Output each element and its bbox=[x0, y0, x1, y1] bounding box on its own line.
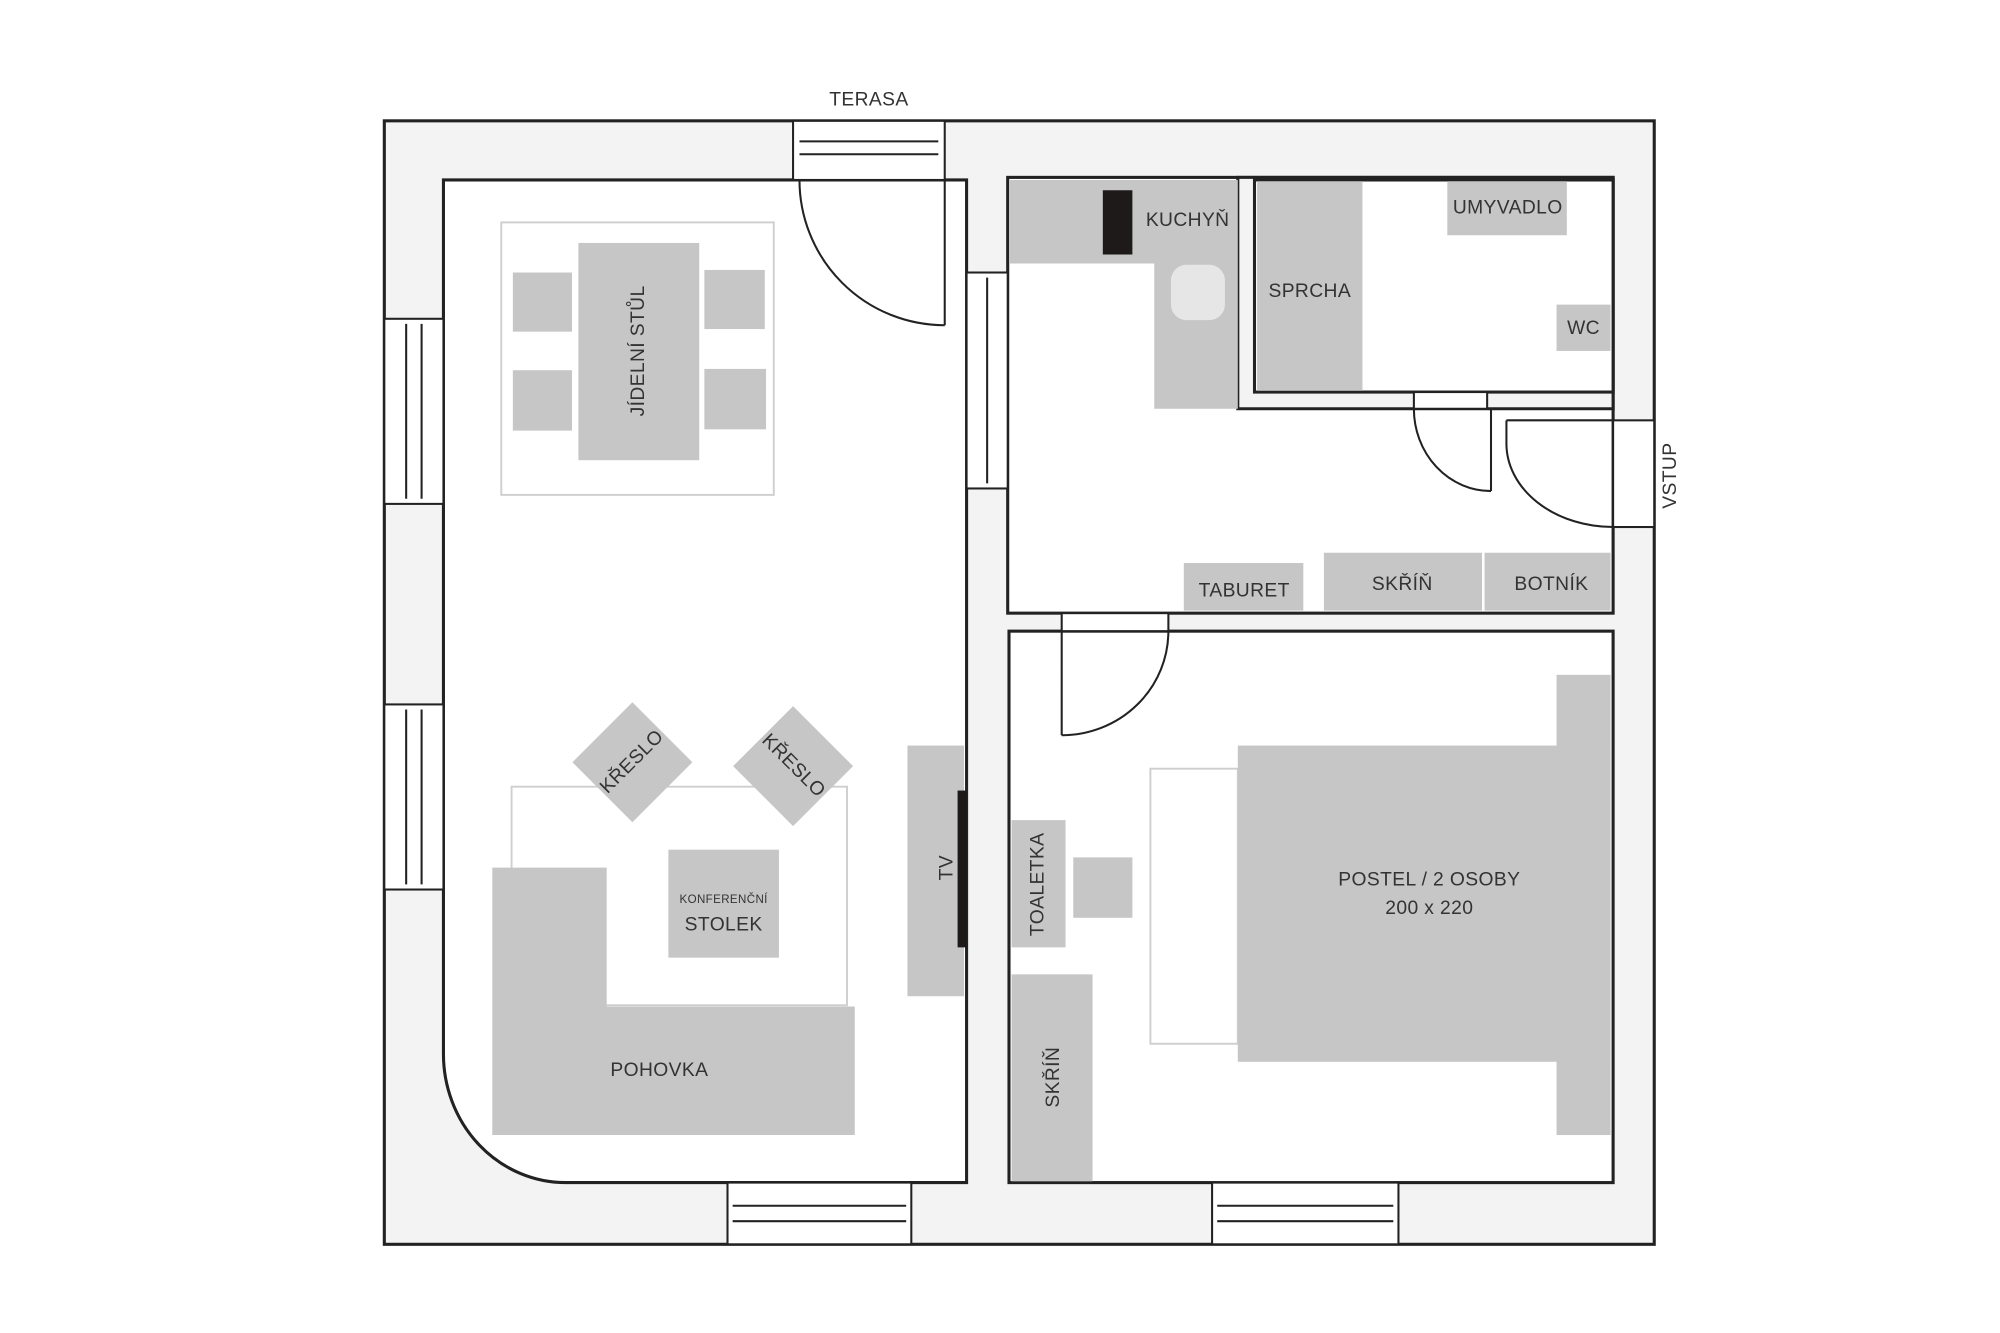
kitchen-label: KUCHYŇ bbox=[1146, 209, 1230, 231]
hall-wardrobe bbox=[1323, 552, 1483, 611]
bathroom-door[interactable] bbox=[1412, 408, 1493, 493]
window-bottom-living bbox=[726, 1181, 913, 1246]
bed bbox=[1237, 745, 1611, 1062]
stool-label: TABURET bbox=[1199, 580, 1290, 601]
coffee-table bbox=[668, 849, 779, 958]
terrace-door[interactable] bbox=[798, 179, 946, 327]
stool bbox=[1183, 563, 1304, 611]
wc bbox=[1556, 304, 1611, 351]
terrace-opening bbox=[792, 119, 946, 181]
dressing-table-label: TOALETKA bbox=[1028, 833, 1049, 936]
bedroom-wardrobe-label: SKŘÍŇ bbox=[1042, 1047, 1064, 1108]
entrance-label: VSTUP bbox=[1660, 443, 1681, 509]
wc-label: WC bbox=[1567, 318, 1600, 339]
dressing-table bbox=[1011, 820, 1066, 948]
sofa bbox=[492, 867, 855, 1136]
tv-label: TV bbox=[936, 855, 957, 880]
bed-label: POSTEL / 2 OSOBY bbox=[1338, 870, 1520, 891]
terrace-label: TERASA bbox=[829, 89, 908, 110]
entrance-door[interactable] bbox=[1505, 419, 1614, 529]
window-left-lower bbox=[383, 703, 445, 891]
tv-screen bbox=[957, 790, 967, 948]
kitchen-sink bbox=[1170, 264, 1225, 321]
bed-size-label: 200 x 220 bbox=[1385, 898, 1473, 919]
sofa-label: POHOVKA bbox=[610, 1060, 708, 1081]
fridge bbox=[1102, 190, 1133, 255]
shower-label: SPRCHA bbox=[1268, 281, 1351, 302]
window-left-upper bbox=[383, 317, 445, 505]
dining-rug bbox=[500, 221, 775, 496]
bedroom-door[interactable] bbox=[1060, 631, 1170, 737]
armchair-right bbox=[733, 706, 854, 827]
coffee-table-label: KONFERENČNÍ bbox=[680, 893, 769, 906]
bedroom-wardrobe bbox=[1011, 974, 1093, 1182]
shower bbox=[1257, 181, 1363, 391]
dining-chair bbox=[704, 269, 765, 330]
dining-table-label: JÍDELNÍ STŮL bbox=[627, 285, 649, 416]
tv-stand bbox=[907, 745, 965, 997]
window-bottom-bedroom bbox=[1211, 1181, 1400, 1246]
coffee-table-label: STOLEK bbox=[685, 915, 763, 936]
armchair-left bbox=[572, 702, 693, 823]
shoe-cabinet bbox=[1484, 552, 1611, 611]
dining-chair bbox=[512, 272, 572, 332]
dining-chair bbox=[704, 368, 767, 430]
washbasin-label: UMYVADLO bbox=[1453, 197, 1563, 218]
bathroom-door-opening bbox=[1412, 391, 1489, 410]
bedroom-door-opening bbox=[1060, 612, 1170, 633]
dining-chair bbox=[512, 370, 572, 431]
washbasin bbox=[1447, 181, 1567, 236]
entrance-opening bbox=[1612, 419, 1656, 529]
dressing-stool bbox=[1073, 857, 1133, 918]
dining-table bbox=[578, 242, 700, 461]
hall-wardrobe-label: SKŘÍŇ bbox=[1372, 573, 1433, 595]
shoe-cabinet-label: BOTNÍK bbox=[1514, 574, 1588, 595]
